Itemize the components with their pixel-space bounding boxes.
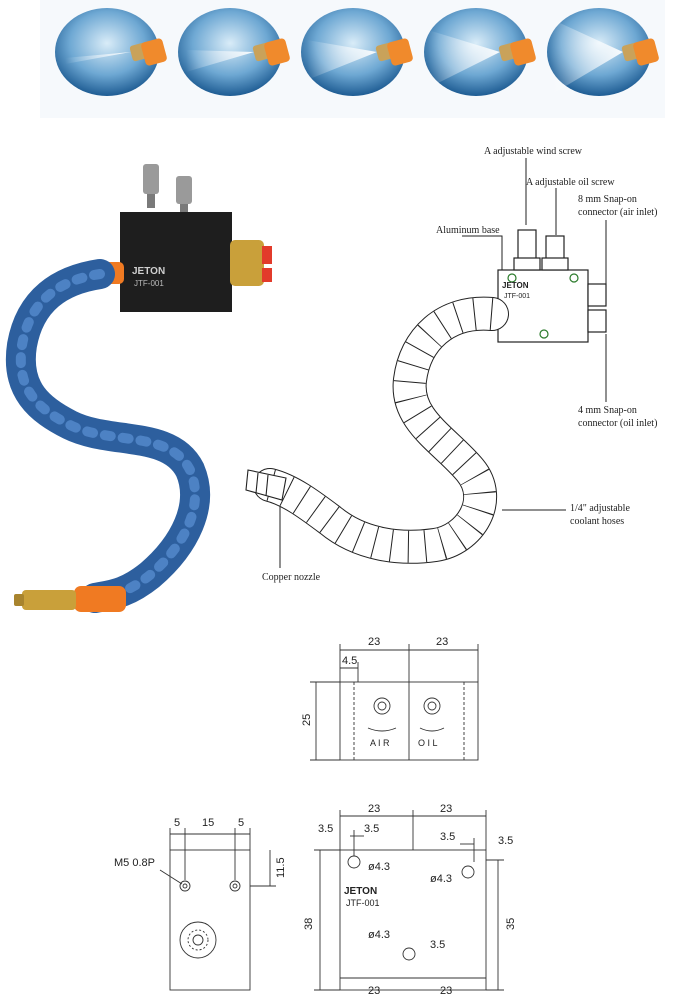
line-drawing: A adjustable wind screw A adjustable oil… (240, 140, 700, 600)
front-view-drawing: 23 23 3.5 3.5 3.5 3.5 ø4.3 ø4.3 ø4.3 3.5… (290, 800, 530, 1000)
top-dim-height: 25 (301, 714, 313, 726)
front-offset-left-inner: 3.5 (364, 823, 379, 835)
photo-brand-label: JETON (132, 266, 165, 277)
spray-pattern-4 (424, 8, 536, 96)
spray-pattern-3 (301, 8, 413, 96)
front-hole-1: ø4.3 (368, 861, 390, 873)
side-dim-a: 5 (174, 817, 180, 829)
front-brand-label: JETON (344, 886, 377, 897)
adjust-knob-icon (143, 164, 192, 216)
label-air: A I R (370, 738, 390, 748)
front-dim-top-right: 23 (440, 803, 452, 815)
front-model-label: JTF-001 (346, 898, 380, 908)
front-dim-bottom-left: 23 (368, 985, 380, 997)
callout-oil-connector-1: 4 mm Snap-on (578, 405, 637, 416)
copper-nozzle-icon (14, 586, 126, 612)
callout-hoses-1: 1/4" adjustable (570, 503, 630, 514)
side-view-drawing: 5 15 5 M5 0.8P 11.5 (110, 800, 300, 1000)
spray-pattern-2 (178, 8, 290, 96)
top-view-drawing: 23 23 4.5 25 A I R O I L (290, 630, 510, 770)
front-offset-left-outer: 3.5 (318, 823, 333, 835)
front-dim-bottom-right: 23 (440, 985, 452, 997)
front-hole-2: ø4.3 (430, 873, 452, 885)
callout-hoses-2: coolant hoses (570, 516, 624, 527)
label-oil: O I L (418, 738, 438, 748)
callout-aluminum-base: Aluminum base (436, 225, 500, 236)
front-height-left: 38 (303, 918, 315, 930)
spray-pattern-strip (40, 0, 665, 118)
front-height-right: 35 (505, 918, 517, 930)
front-hole-3: ø4.3 (368, 929, 390, 941)
screw-dot-icon (507, 273, 579, 339)
side-dim-c: 5 (238, 817, 244, 829)
side-dim-b: 15 (202, 817, 214, 829)
callout-copper-nozzle: Copper nozzle (262, 572, 321, 583)
front-offset-bottom: 3.5 (430, 939, 445, 951)
callout-wind-screw: A adjustable wind screw (484, 146, 583, 157)
top-dim-offset: 4.5 (342, 655, 357, 667)
callout-oil-screw: A adjustable oil screw (526, 177, 615, 188)
top-dim-right-width: 23 (436, 636, 448, 648)
drawing-hose (253, 296, 509, 564)
brass-connector-icon (230, 240, 272, 286)
front-offset-right-inner: 3.5 (440, 831, 455, 843)
drawing-model-label: JTF-001 (504, 293, 530, 300)
front-dim-top-left: 23 (368, 803, 380, 815)
callout-air-connector-2: connector (air inlet) (578, 207, 657, 218)
side-thread-spec: M5 0.8P (114, 857, 155, 869)
callout-oil-connector-2: connector (oil inlet) (578, 418, 657, 429)
side-dim-hole-offset: 11.5 (275, 857, 287, 878)
product-photo: JETON JTF-001 (0, 150, 300, 630)
callout-air-connector-1: 8 mm Snap-on (578, 194, 637, 205)
top-dim-left-width: 23 (368, 636, 380, 648)
drawing-nozzle (245, 469, 287, 501)
mist-block (120, 212, 232, 312)
front-offset-right-outer: 3.5 (498, 835, 513, 847)
photo-model-label: JTF-001 (134, 279, 164, 288)
drawing-brand-label: JETON (502, 281, 529, 290)
spray-pattern-1 (55, 8, 167, 96)
spray-pattern-5 (547, 8, 659, 96)
